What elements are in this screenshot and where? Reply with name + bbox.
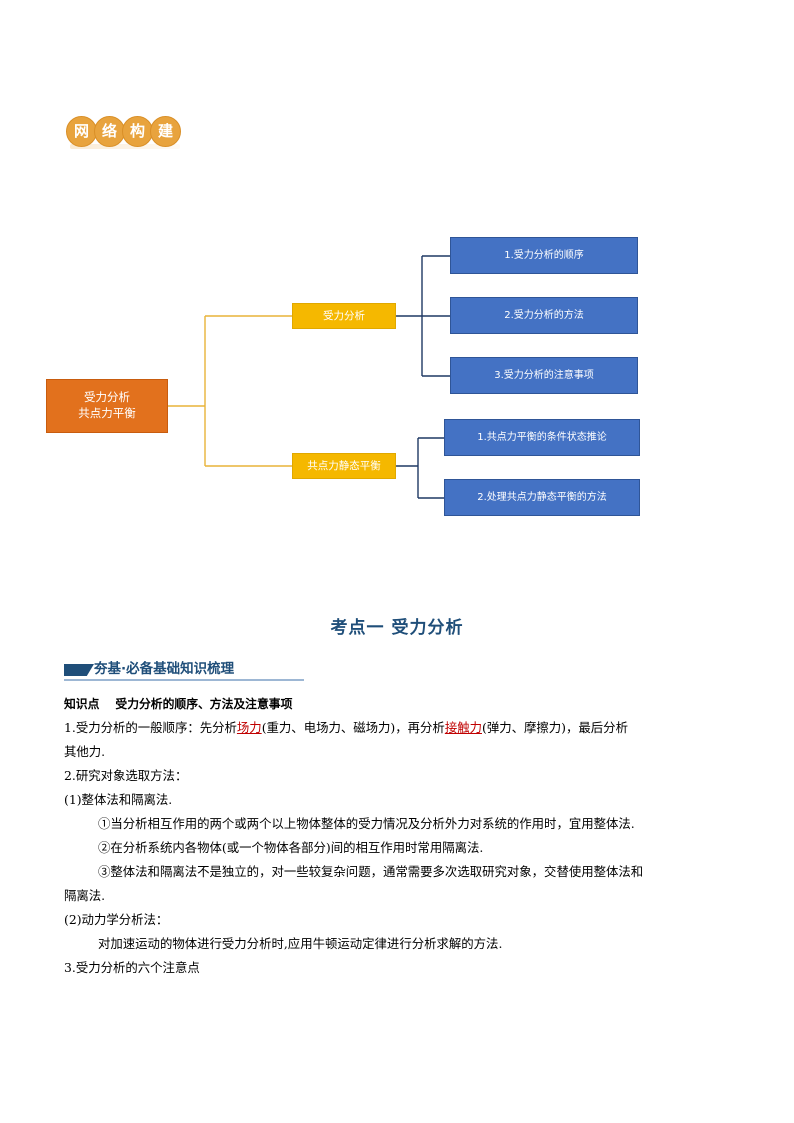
badge-char-2: 络	[94, 116, 125, 147]
item-2-sub-1-point-c-wrap: 隔离法.	[64, 888, 106, 903]
mindmap-branch-node-1: 受力分析	[292, 303, 396, 329]
mindmap-leaf-node-3: 3.受力分析的注意事项	[450, 357, 638, 394]
section-sub-header: 夯基·必备基础知识梳理	[64, 659, 364, 689]
item-2-heading: 2.研究对象选取方法：	[64, 768, 188, 783]
item-2-sub-1-point-a: ①当分析相互作用的两个或两个以上物体整体的受力情况及分析外力对系统的作用时，宜用…	[98, 816, 635, 831]
network-construction-badge: 网 络 构 建	[66, 116, 186, 156]
root-label-line2: 共点力平衡	[78, 406, 136, 420]
badge-circle-group: 网 络 构 建	[66, 116, 184, 150]
item-1-part-c: (弹力、摩擦力)，最后分析	[482, 720, 628, 735]
mindmap-root-node: 受力分析 共点力平衡	[46, 379, 168, 433]
badge-shadow	[70, 144, 180, 149]
item-2-sub-2: (2)动力学分析法：	[64, 912, 169, 927]
item-1-highlight-1: 场力	[236, 720, 262, 735]
lesson-body: 知识点 受力分析的顺序、方法及注意事项 1.受力分析的一般顺序：先分析场力(重力、…	[64, 692, 732, 980]
knowledge-point-label: 知识点	[64, 697, 100, 711]
item-2-sub-1: (1)整体法和隔离法.	[64, 792, 173, 807]
item-1-part-b: (重力、电场力、磁场力)，再分析	[261, 720, 445, 735]
section-divider	[64, 679, 304, 681]
item-1-line-2: 其他力.	[64, 744, 106, 759]
mindmap-diagram: 受力分析 共点力平衡 受力分析 共点力静态平衡 1.受力分析的顺序 2.受力分析…	[0, 215, 794, 545]
mindmap-leaf-node-2: 2.受力分析的方法	[450, 297, 638, 334]
badge-char-4: 建	[150, 116, 181, 147]
item-1-line-1: 1.受力分析的一般顺序：先分析场力(重力、电场力、磁场力)，再分析接触力(弹力、…	[64, 716, 732, 740]
parallelogram-marker-icon	[64, 664, 94, 676]
knowledge-point-title: 受力分析的顺序、方法及注意事项	[115, 697, 293, 711]
root-label-line1: 受力分析	[84, 390, 130, 405]
mindmap-leaf-node-1: 1.受力分析的顺序	[450, 237, 638, 274]
exam-point-heading: 考点一 受力分析	[330, 618, 464, 638]
knowledge-point-line: 知识点 受力分析的顺序、方法及注意事项	[64, 692, 732, 716]
badge-char-3: 构	[122, 116, 153, 147]
mindmap-leaf-node-5: 2.处理共点力静态平衡的方法	[444, 479, 640, 516]
mindmap-leaf-node-4: 1.共点力平衡的条件状态推论	[444, 419, 640, 456]
item-1-highlight-2: 接触力	[444, 720, 482, 735]
item-3-heading: 3.受力分析的六个注意点	[64, 960, 200, 975]
section-sub-header-title: 夯基·必备基础知识梳理	[94, 661, 235, 677]
badge-char-1: 网	[66, 116, 97, 147]
mindmap-branch-node-2: 共点力静态平衡	[292, 453, 396, 479]
mindmap-connectors	[168, 255, 450, 499]
item-1-part-a: 1.受力分析的一般顺序：先分析	[64, 720, 237, 735]
item-2-sub-2-detail: 对加速运动的物体进行受力分析时,应用牛顿运动定律进行分析求解的方法.	[98, 936, 503, 951]
item-2-sub-1-point-b: ②在分析系统内各物体(或一个物体各部分)间的相互作用时常用隔离法.	[98, 840, 484, 855]
item-2-sub-1-point-c: ③整体法和隔离法不是独立的，对一些较复杂问题，通常需要多次选取研究对象，交替使用…	[98, 864, 644, 879]
